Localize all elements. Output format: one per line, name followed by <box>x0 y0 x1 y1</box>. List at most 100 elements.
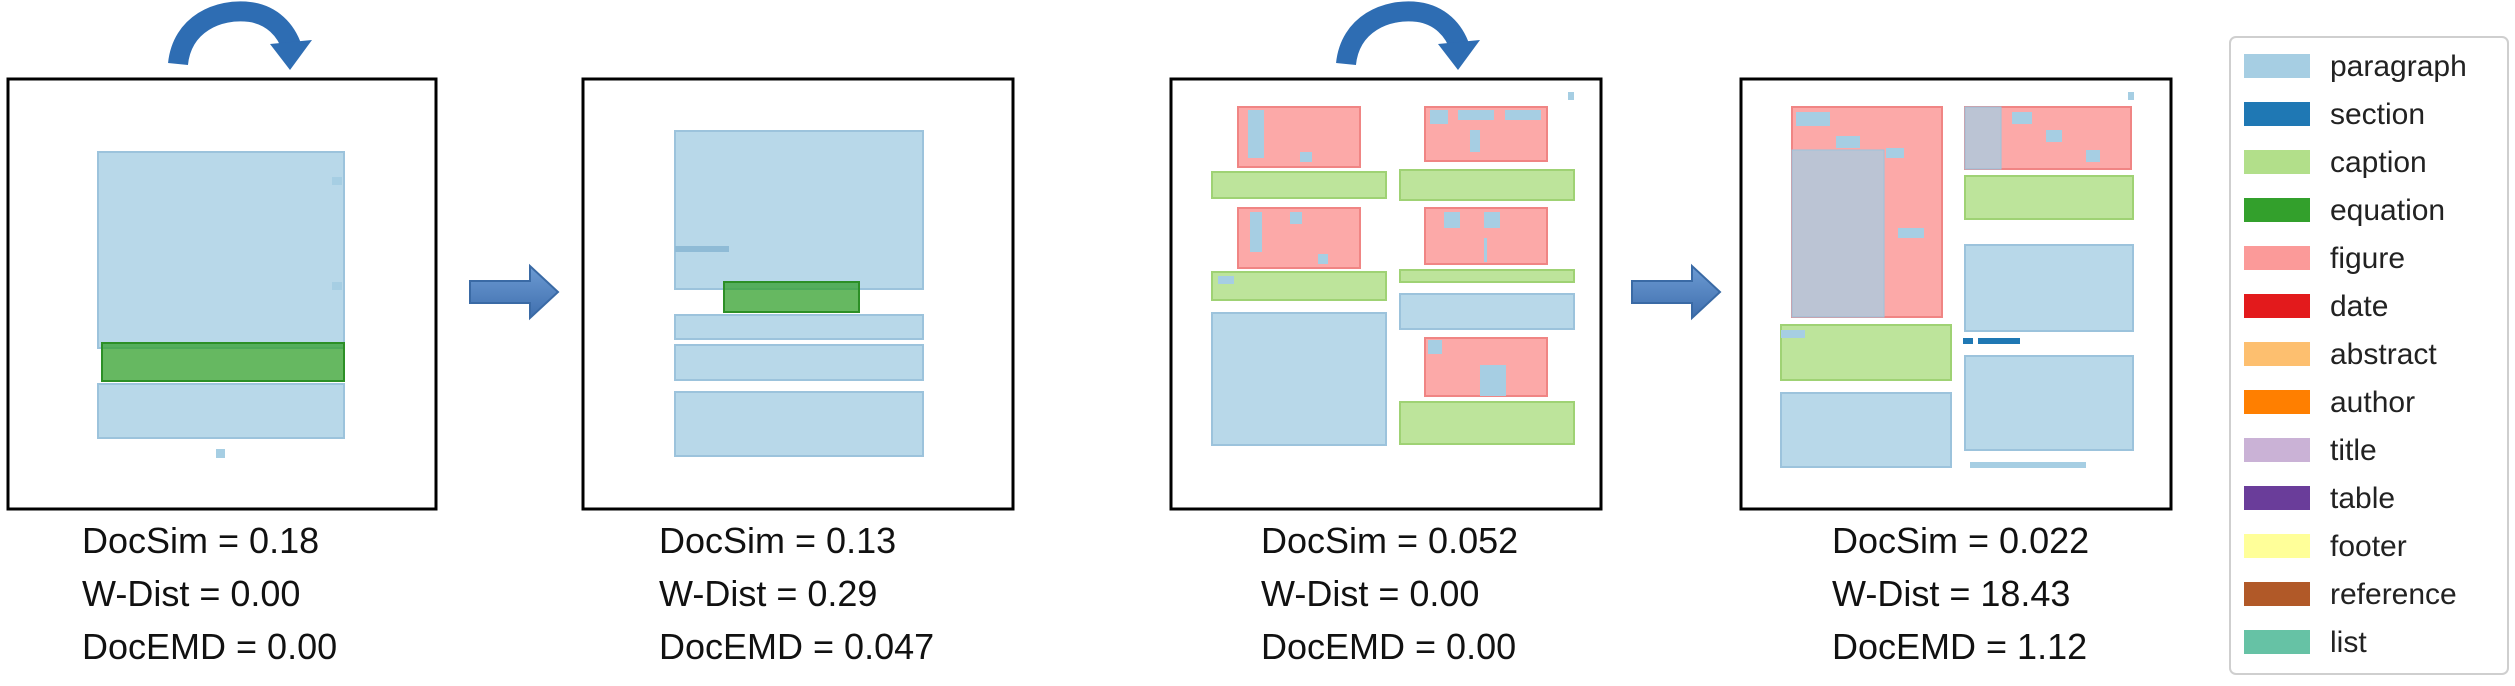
caption-box <box>1211 271 1387 301</box>
caption-box <box>1399 169 1575 201</box>
paragraph-box <box>1399 293 1575 330</box>
caption-box <box>1399 269 1575 283</box>
legend-swatch <box>2244 246 2310 270</box>
paragraph-fragment <box>1970 462 2086 468</box>
legend-swatch <box>2244 150 2310 174</box>
paragraph-fragment <box>2012 112 2032 124</box>
wdist-value: W-Dist = 0.00 <box>82 573 300 614</box>
equation-box <box>101 342 345 382</box>
caption-box <box>1964 175 2134 220</box>
legend-label: footer <box>2330 530 2407 563</box>
section-box <box>1963 338 1973 344</box>
paragraph-fragment <box>1484 212 1500 228</box>
paragraph-fragment <box>2128 92 2134 100</box>
caption-box <box>1211 171 1387 199</box>
legend-label: table <box>2330 482 2395 515</box>
paragraph-box <box>674 391 924 457</box>
paragraph-fragment <box>1898 228 1924 238</box>
legend-swatch <box>2244 198 2310 222</box>
paragraph-fragment <box>1484 238 1487 262</box>
paragraph-fragment <box>1886 148 1904 158</box>
right-arrow-icon <box>1631 263 1722 321</box>
legend-swatch <box>2244 486 2310 510</box>
wdist-value: W-Dist = 0.00 <box>1261 573 1479 614</box>
metrics-panel-2: DocSim = 0.13 W-Dist = 0.29 DocEMD = 0.0… <box>659 520 934 667</box>
paragraph-fragment <box>1470 130 1480 152</box>
legend-swatch <box>2244 102 2310 126</box>
docemd-value: DocEMD = 1.12 <box>1832 626 2087 667</box>
legend-swatch <box>2244 294 2310 318</box>
wdist-value: W-Dist = 0.29 <box>659 573 877 614</box>
legend: paragraph section caption equation figure dat… <box>2229 36 2509 675</box>
section-box <box>1978 338 2020 344</box>
metrics-panel-1: DocSim = 0.18 W-Dist = 0.00 DocEMD = 0.0… <box>82 520 337 667</box>
caption-box <box>1780 324 1952 381</box>
paragraph-fragment <box>1300 152 1312 162</box>
right-arrow-icon <box>469 263 560 321</box>
paragraph-fragment <box>675 246 729 252</box>
rotate-arrow-icon <box>168 1 312 70</box>
paragraph-fragment <box>1428 340 1442 354</box>
paragraph-fragment <box>1480 365 1506 396</box>
legend-label: abstract <box>2330 338 2437 371</box>
layout-panel-1 <box>6 77 438 511</box>
legend-label: section <box>2330 98 2425 131</box>
legend-label: caption <box>2330 146 2427 179</box>
legend-label: title <box>2330 434 2377 467</box>
paragraph-fragment <box>2086 150 2100 162</box>
paragraph-fragment <box>332 177 342 185</box>
paragraph-box <box>1780 392 1952 468</box>
paragraph-fragment <box>1248 110 1264 158</box>
legend-label: reference <box>2330 578 2457 611</box>
paragraph-box <box>1964 244 2134 332</box>
paragraph-fragment <box>332 282 342 290</box>
docemd-value: DocEMD = 0.00 <box>82 626 337 667</box>
paragraph-fragment <box>1505 110 1541 120</box>
paragraph-fragment <box>2046 130 2062 142</box>
paragraph-fragment <box>1318 254 1328 264</box>
layout-panel-3 <box>1169 77 1603 511</box>
docemd-value: DocEMD = 0.047 <box>659 626 934 667</box>
paragraph-fragment <box>1781 330 1805 338</box>
paragraph-fragment <box>1290 212 1302 224</box>
legend-swatch <box>2244 630 2310 654</box>
paragraph-box <box>674 130 924 290</box>
metrics-panel-3: DocSim = 0.052 W-Dist = 0.00 DocEMD = 0.… <box>1261 520 1518 667</box>
caption-box <box>1399 401 1575 445</box>
paragraph-fragment <box>1836 136 1860 148</box>
paragraph-fragment <box>1796 112 1830 126</box>
paragraph-box <box>674 314 924 340</box>
paragraph-box <box>1791 149 1885 318</box>
legend-label: figure <box>2330 242 2405 275</box>
paragraph-box <box>97 383 345 439</box>
legend-label: equation <box>2330 194 2445 227</box>
paragraph-box <box>1964 106 2002 170</box>
legend-swatch <box>2244 582 2310 606</box>
paragraph-fragment <box>1250 212 1262 252</box>
legend-label: date <box>2330 290 2388 323</box>
docsim-value: DocSim = 0.18 <box>82 520 319 561</box>
docsim-value: DocSim = 0.052 <box>1261 520 1518 561</box>
layout-panel-4 <box>1739 77 2173 511</box>
paragraph-fragment <box>216 449 225 458</box>
legend-swatch <box>2244 534 2310 558</box>
legend-swatch <box>2244 438 2310 462</box>
rotate-arrow-icon <box>1336 1 1480 70</box>
layout-panel-2 <box>581 77 1015 511</box>
paragraph-fragment <box>1568 92 1574 100</box>
legend-label: paragraph <box>2330 50 2467 83</box>
docsim-value: DocSim = 0.022 <box>1832 520 2089 561</box>
legend-label: list <box>2330 626 2367 659</box>
legend-swatch <box>2244 390 2310 414</box>
docsim-value: DocSim = 0.13 <box>659 520 896 561</box>
wdist-value: W-Dist = 18.43 <box>1832 573 2070 614</box>
paragraph-fragment <box>1444 212 1460 228</box>
paragraph-fragment <box>1458 110 1494 120</box>
legend-swatch <box>2244 342 2310 366</box>
legend-swatch <box>2244 54 2310 78</box>
docemd-value: DocEMD = 0.00 <box>1261 626 1516 667</box>
equation-box <box>723 281 860 313</box>
paragraph-fragment <box>1430 110 1448 124</box>
paragraph-fragment <box>1218 276 1234 284</box>
